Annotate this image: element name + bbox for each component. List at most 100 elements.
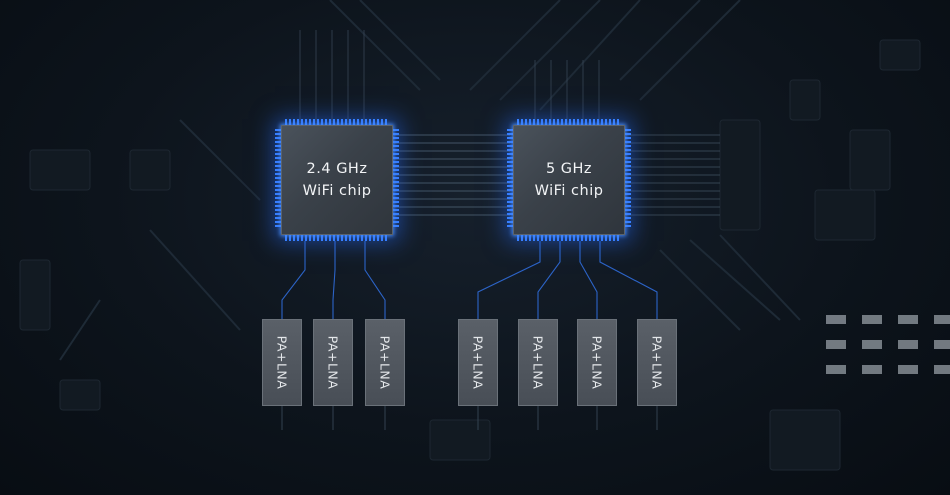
pcb-component: [814, 189, 876, 241]
chip-pin: [553, 235, 555, 241]
chip-pin: [393, 161, 399, 163]
chip-pin: [625, 221, 631, 223]
chip-pin: [393, 137, 399, 139]
chip-pin: [275, 145, 281, 147]
chip-pin: [275, 221, 281, 223]
chip-pin: [625, 129, 631, 131]
chip-pin: [393, 177, 399, 179]
chip-pin: [393, 157, 399, 159]
chip-pin: [393, 181, 399, 183]
smd-pad: [934, 315, 950, 324]
chip-pin: [293, 119, 295, 125]
chip-pin: [561, 235, 563, 241]
amplifier-label: PA+LNA: [325, 335, 341, 390]
chip-pin: [507, 197, 513, 199]
chip-pin: [521, 119, 523, 125]
chip-pin: [625, 153, 631, 155]
chip-pin: [365, 235, 367, 241]
chip-pin: [393, 133, 399, 135]
chip-pin: [507, 129, 513, 131]
chip-name-label: WiFi chip: [302, 183, 372, 199]
amplifier-label: PA+LNA: [274, 335, 290, 390]
chip-pin: [275, 209, 281, 211]
chip-pin: [507, 221, 513, 223]
chip-pin: [393, 193, 399, 195]
chip-pin: [545, 235, 547, 241]
chip-pin: [329, 235, 331, 241]
chip-pin: [625, 181, 631, 183]
chip-pin: [333, 235, 335, 241]
chip-pin: [357, 119, 359, 125]
chip-pin: [625, 169, 631, 171]
chip-pin: [393, 225, 399, 227]
chip-pin: [533, 235, 535, 241]
chip-pin: [507, 145, 513, 147]
pcb-component: [129, 149, 171, 191]
chip-pin: [521, 235, 523, 241]
chip-pin: [529, 235, 531, 241]
chip-pin: [609, 119, 611, 125]
chip-pin: [625, 217, 631, 219]
chip-pin: [297, 119, 299, 125]
pcb-trace: [469, 0, 561, 91]
amplifier-label: PA+LNA: [530, 335, 546, 390]
chip-pin: [275, 225, 281, 227]
chip-pin: [341, 235, 343, 241]
chip-pin: [625, 189, 631, 191]
chip-pin: [325, 235, 327, 241]
chip-pin: [393, 205, 399, 207]
chip-pin: [297, 235, 299, 241]
chip-pin: [565, 235, 567, 241]
chip-pin: [561, 119, 563, 125]
chip-pin: [275, 165, 281, 167]
chip-pin: [625, 149, 631, 151]
pcb-trace: [539, 0, 641, 111]
pcb-component: [789, 79, 821, 121]
pcb-trace: [359, 0, 441, 81]
pcb-component: [849, 129, 891, 191]
chip-pin: [597, 119, 599, 125]
pcb-component: [429, 419, 491, 461]
amplifier-module: PA+LNA: [577, 319, 617, 406]
chip-pin: [589, 119, 591, 125]
amplifier-module: PA+LNA: [637, 319, 677, 406]
chip-pin: [393, 149, 399, 151]
chip-pin: [573, 119, 575, 125]
chip-pin: [393, 141, 399, 143]
amplifier-module: PA+LNA: [458, 319, 498, 406]
chip-pin: [393, 201, 399, 203]
chip-pin: [275, 141, 281, 143]
chip-pin: [625, 185, 631, 187]
chip-pin: [345, 235, 347, 241]
chip-pin: [537, 119, 539, 125]
chip-pin: [333, 119, 335, 125]
chip-pin: [385, 119, 387, 125]
chip-pin: [275, 173, 281, 175]
chip-pin: [507, 165, 513, 167]
chip-pin: [393, 197, 399, 199]
chip-pin: [565, 119, 567, 125]
chip-pin: [609, 235, 611, 241]
chip-pin: [293, 235, 295, 241]
smd-pad: [826, 315, 846, 324]
amplifier-module: PA+LNA: [313, 319, 353, 406]
chip-pin: [625, 157, 631, 159]
chip-pin: [577, 235, 579, 241]
chip-pin: [605, 235, 607, 241]
chip-pin: [625, 177, 631, 179]
chip-pin: [517, 119, 519, 125]
chip-pin: [275, 213, 281, 215]
chip-pin: [507, 141, 513, 143]
chip-name-label: WiFi chip: [534, 183, 604, 199]
chip-pin: [275, 177, 281, 179]
chip-pin: [393, 145, 399, 147]
chip-pin: [507, 169, 513, 171]
chip-pin: [321, 119, 323, 125]
chip-pin: [393, 165, 399, 167]
chip-pin: [625, 201, 631, 203]
chip-pin: [507, 213, 513, 215]
chip-pin: [275, 133, 281, 135]
amplifier-module: PA+LNA: [262, 319, 302, 406]
chip-pin: [275, 217, 281, 219]
